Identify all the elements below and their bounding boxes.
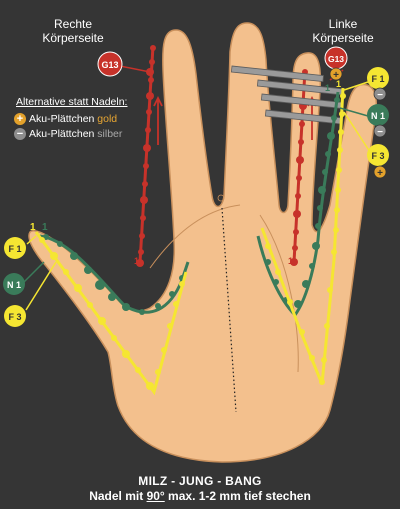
svg-text:+: + [377,168,383,179]
svg-text:−: − [377,90,383,101]
yellow-meridian-index [260,87,346,385]
minus-icon: − [14,128,26,140]
footer-instruction: Nadel mit 90° max. 1-2 mm tief stechen [89,489,311,503]
legend-silver-text: Aku-Plättchen silber [29,128,123,140]
point-f3-right: F 3 [367,144,389,166]
svg-text:F 1: F 1 [8,244,21,254]
green-meridian-index [256,91,340,318]
point-g13-right: G13 [97,51,123,77]
footer-title: MILZ - JUNG - BANG [138,474,262,488]
svg-text:F 3: F 3 [8,312,21,322]
point-f1-right: F 1 [367,67,389,89]
svg-text:N 1: N 1 [371,111,385,121]
green-meridian-thumb [39,234,190,315]
point-one-marker: 1 [288,256,293,266]
yellow-meridian-thumb [34,231,188,396]
legend-gold-text: Aku-Plättchen gold [29,113,118,125]
point-f3-right-gold-plus: + [373,165,387,179]
legend-gold-row: + Aku-Plättchen gold [14,113,117,125]
point-one-marker: 1 [325,83,330,93]
point-one-marker: 1 [134,256,139,266]
point-one-marker: 1 [336,79,341,89]
svg-text:G13: G13 [328,54,344,64]
plus-icon: + [14,113,26,125]
legend-silver-row: − Aku-Plättchen silber [14,128,122,140]
svg-text:−: − [377,127,383,138]
point-g13-left-gold-plus: + [329,67,343,81]
svg-text:N 1: N 1 [7,280,21,290]
svg-text:F 3: F 3 [371,151,384,161]
svg-text:F 1: F 1 [371,74,384,84]
svg-text:G13: G13 [101,60,118,70]
point-f3-left: F 3 [4,305,26,327]
point-one-marker: 1 [30,222,36,233]
right-body-side-heading: Rechte Körperseite [42,17,104,45]
point-n1-right-silver-minus: − [373,124,387,138]
point-g13-left: G13 [324,46,348,70]
point-one-marker: 1 [42,222,48,233]
silver-plates [230,65,344,125]
svg-text:+: + [333,70,339,81]
red-meridian-right [136,45,163,267]
point-f1-left: F 1 [4,237,26,259]
left-body-side-heading: Linke Körperseite [312,17,374,45]
legend-title: Alternative statt Nadeln: [16,96,128,108]
point-n1-right: N 1 [367,104,389,126]
point-f1-right-silver-minus: − [373,87,387,101]
point-n1-left: N 1 [3,273,25,295]
